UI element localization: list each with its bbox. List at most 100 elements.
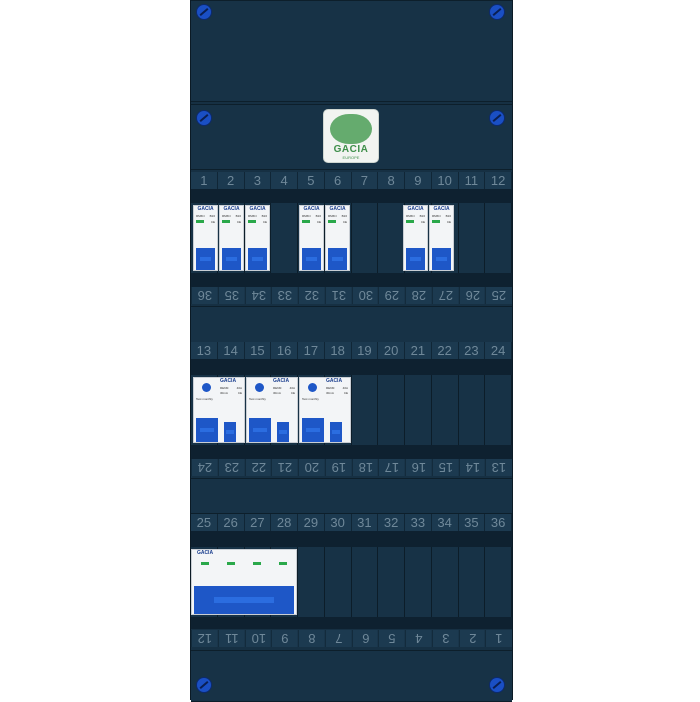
slot-number: 12 [485,172,512,189]
breaker-toggle[interactable] [222,248,241,270]
rcd-toggle[interactable] [302,418,324,442]
breaker-model: RM6N [328,214,337,218]
rcd-toggle[interactable] [249,418,271,442]
empty-slot [378,547,405,617]
slot-number: 9 [405,172,432,189]
breaker-brand: GACIA [407,206,424,212]
ce-mark: CE [262,220,267,224]
rcd-toggle[interactable] [330,422,342,442]
ce-mark: CE [237,391,242,395]
breaker-toggle[interactable] [302,248,321,270]
slot-number: 23 [459,342,486,359]
brand-logo: GACIA EUROPE [323,109,379,163]
screw-icon [489,4,505,20]
din-rail [191,273,512,287]
test-button[interactable] [202,383,211,392]
din-rail [191,531,512,547]
rcd-brand: GACIA [272,378,290,384]
slot-number: 22 [432,342,459,359]
slot-number: 31 [352,514,379,531]
test-button[interactable] [255,383,264,392]
main-switch-brand: GACIA [196,550,214,556]
slot-number: 10 [244,630,272,647]
slot-number: 11 [459,172,486,189]
slot-number: 8 [298,630,325,647]
breaker-brand: GACIA [303,206,320,212]
main-switch-toggle[interactable] [194,586,294,614]
empty-slot [485,375,512,445]
din-rail [191,445,512,459]
breaker-toggle[interactable] [248,248,267,270]
empty-slot [458,375,486,445]
status-indicator [432,220,440,223]
ce-mark: CE [290,391,295,395]
rcd-toggle[interactable] [277,422,289,442]
breaker-brand: GACIA [329,206,346,212]
ce-mark: CE [420,220,425,224]
slot-number: 1 [191,172,218,189]
slot-number: 11 [217,630,245,647]
din-rail [191,617,512,629]
empty-slot [485,203,512,273]
din-rail [191,359,512,375]
main-switch[interactable]: GACIA [191,549,297,615]
rcd-test-label: Test monthly [249,397,266,401]
test-button[interactable] [308,383,317,392]
rcd-brand: GACIA [219,378,237,384]
breaker-toggle[interactable] [328,248,347,270]
slot-number: 32 [378,514,405,531]
breaker-rating: B16 [209,214,215,218]
slot-number: 15 [431,459,459,476]
slot-number: 8 [378,172,405,189]
slot-number: 10 [432,172,459,189]
brand-tagline: EUROPE [342,155,360,160]
breaker-toggle[interactable] [432,248,451,270]
slot-number: 33 [271,287,298,304]
status-indicator [248,220,256,223]
breaker-toggle[interactable] [406,248,425,270]
empty-slot [378,203,405,273]
breaker-brand: GACIA [197,206,214,212]
slot-number: 28 [405,287,432,304]
slot-number: 32 [298,287,325,304]
slot-number: 30 [325,514,352,531]
ce-mark: CE [446,220,451,224]
ce-mark: CE [316,220,321,224]
rcd-test-label: Test monthly [302,397,319,401]
slot-number: 16 [271,342,298,359]
slot-number: 35 [217,287,245,304]
breaker-rating: B16 [235,214,241,218]
breaker-brand: GACIA [249,206,266,212]
screw-icon [196,110,212,126]
slot-number: 28 [271,514,298,531]
breaker-model: RM6N [406,214,415,218]
empty-slot [431,375,459,445]
ce-mark: CE [342,220,347,224]
status-indicator [279,562,287,565]
empty-slot [351,203,379,273]
breaker-model: RM6N [248,214,257,218]
breaker-toggle[interactable] [196,248,215,270]
rcd-toggle[interactable] [224,422,236,442]
top-cover [191,0,512,102]
slot-number: 17 [298,342,325,359]
slot-number: 34 [432,514,459,531]
ce-mark: CE [343,391,348,395]
rcd-toggle[interactable] [196,418,218,442]
slot-number: 2 [458,630,486,647]
